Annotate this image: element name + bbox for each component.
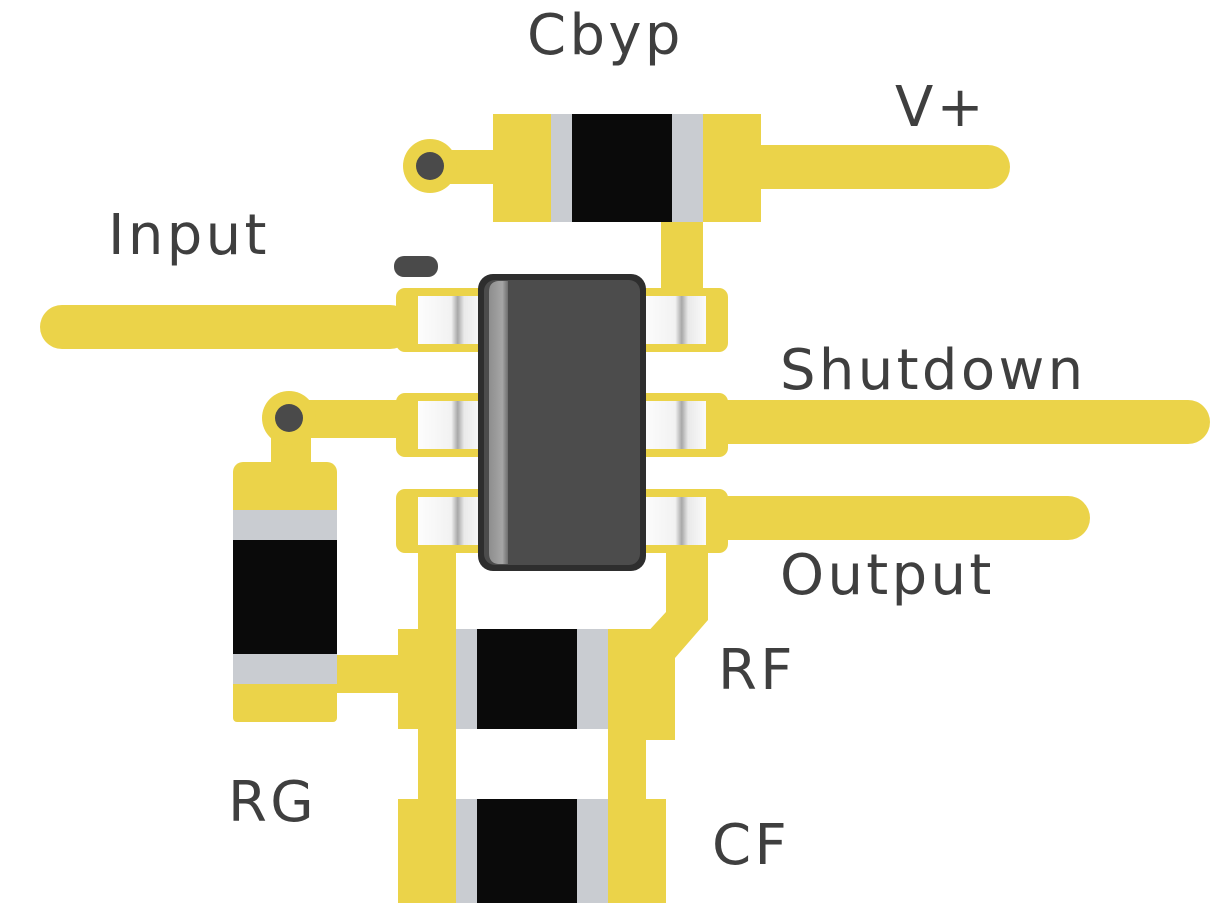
- pad-metal-pin-1: [418, 296, 482, 344]
- rg-body: [233, 540, 337, 654]
- trace-pin2-to-via: [289, 400, 419, 438]
- label-rg: RG: [228, 770, 318, 835]
- cbyp-cap-right: [669, 114, 703, 222]
- pad-metallization: [418, 296, 706, 545]
- rf-cap-right: [574, 629, 608, 729]
- pin-one-marker: [394, 256, 438, 277]
- rf-body: [477, 629, 577, 729]
- via-rg-top-hole: [275, 404, 303, 432]
- label-shutdown: Shutdown: [780, 338, 1087, 403]
- trace-output: [700, 496, 1090, 540]
- vias: [262, 139, 457, 445]
- pad-metal-pin-6: [642, 497, 706, 545]
- component-rf: [456, 629, 608, 729]
- label-cbyp: Cbyp: [527, 3, 684, 68]
- trace-vplus: [700, 145, 1010, 189]
- label-cf: CF: [712, 813, 791, 878]
- component-cbyp: [551, 114, 703, 222]
- cbyp-body: [572, 114, 672, 222]
- pad-metal-pin-4: [642, 296, 706, 344]
- cf-body: [477, 799, 577, 903]
- label-v-plus: V+: [895, 75, 987, 140]
- ic-bevel-edge: [489, 281, 508, 564]
- pad-metal-pin-2: [418, 401, 482, 449]
- cf-cap-right: [574, 799, 608, 903]
- integrated-circuit: [478, 274, 646, 571]
- ic-body: [484, 280, 640, 565]
- via-cbyp-left-hole: [416, 152, 444, 180]
- label-output: Output: [780, 543, 995, 608]
- label-rf: RF: [718, 638, 796, 703]
- label-input: Input: [108, 203, 270, 268]
- component-cf: [456, 799, 608, 903]
- pad-metal-pin-3: [418, 497, 482, 545]
- component-rg: [233, 510, 337, 684]
- trace-shutdown: [700, 400, 1210, 444]
- trace-input: [40, 305, 412, 349]
- pad-metal-pin-5: [642, 401, 706, 449]
